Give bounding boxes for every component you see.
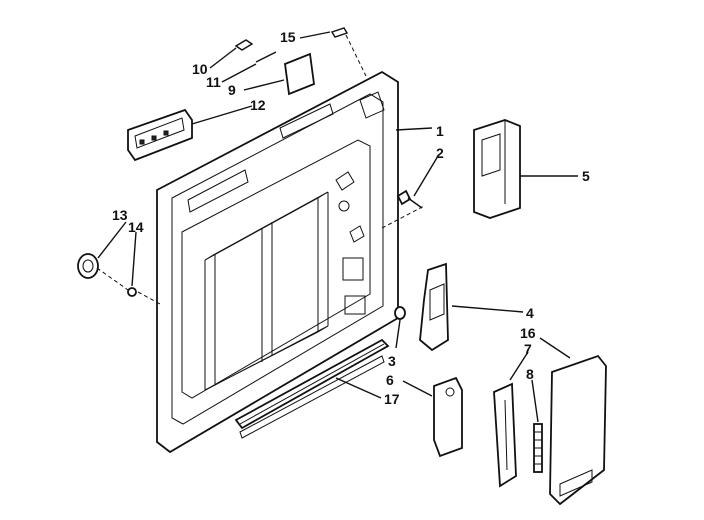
assembly-lines — [96, 34, 425, 305]
callout-12: 12 — [250, 97, 266, 113]
callout-11: 11 — [206, 74, 221, 90]
door-inner-panel — [156, 70, 399, 454]
callout-10: 10 — [192, 61, 208, 77]
callout-14: 14 — [128, 219, 144, 235]
callout-8: 8 — [526, 366, 534, 382]
leader-lines — [97, 31, 578, 423]
callout-9: 9 — [228, 82, 236, 98]
callout-6: 6 — [386, 372, 394, 388]
callout-3: 3 — [388, 353, 396, 369]
callout-4: 4 — [526, 305, 534, 321]
callout-2: 2 — [436, 145, 444, 161]
washer — [394, 306, 406, 320]
door-handle — [127, 108, 193, 162]
callout-16: 16 — [520, 325, 536, 341]
callout-1: 1 — [436, 123, 444, 139]
callout-7: 7 — [524, 341, 532, 357]
small-top-parts — [234, 27, 349, 96]
latch-bracket — [433, 376, 463, 458]
callout-15: 15 — [280, 29, 296, 45]
control-module — [473, 119, 521, 219]
door-latch — [419, 262, 449, 352]
vent-strip — [234, 338, 390, 439]
side-panel — [549, 354, 607, 506]
knob — [77, 253, 137, 297]
callout-17: 17 — [384, 391, 400, 407]
callout-5: 5 — [582, 168, 590, 184]
link-arm — [493, 382, 517, 488]
spring — [533, 423, 543, 473]
screw — [396, 189, 423, 209]
callout-13: 13 — [112, 207, 128, 223]
